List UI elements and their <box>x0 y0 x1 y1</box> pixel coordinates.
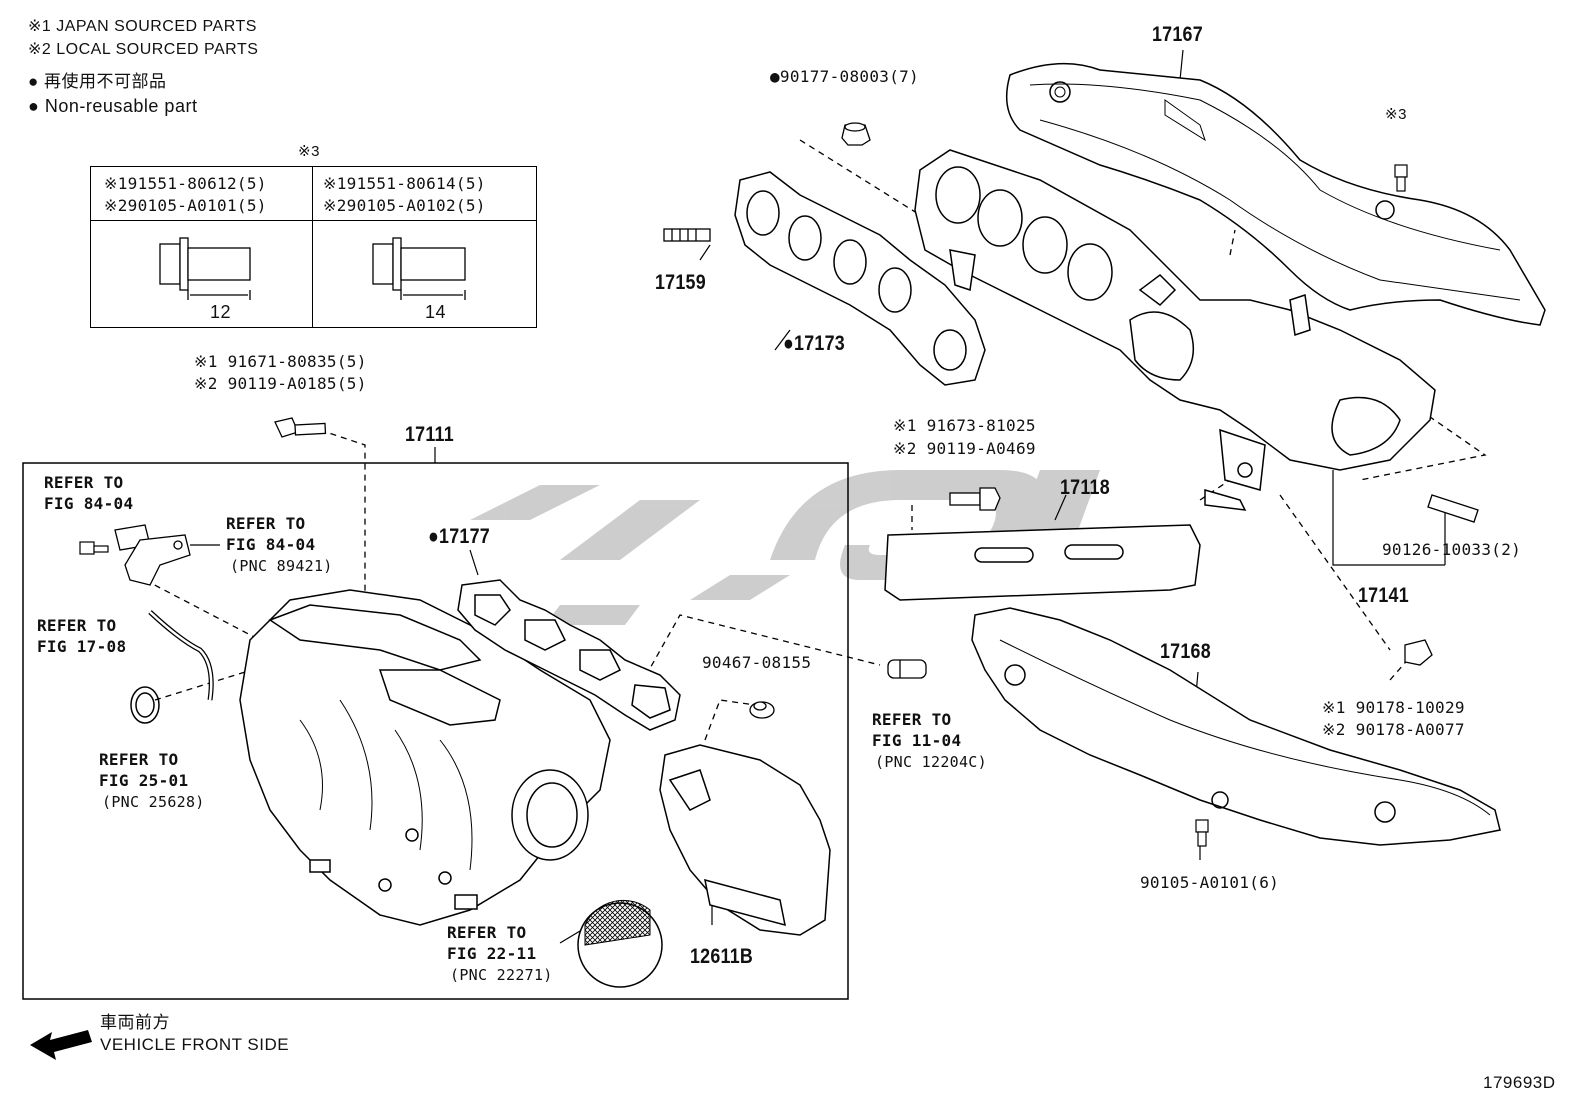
bolt-14-drawing <box>372 237 466 300</box>
bolt-table <box>90 166 537 328</box>
note-local-sourced: ※2 LOCAL SOURCED PARTS <box>28 41 259 58</box>
stud-17159 <box>663 228 711 242</box>
label-bolt-a1: ※1 91671-80835(5) <box>194 352 367 371</box>
note-non-reusable-en: ● Non-reusable part <box>28 96 198 116</box>
label-bolt-b1: ※1 91673-81025 <box>893 416 1036 435</box>
label-ref22-1: REFER TO <box>447 923 527 942</box>
label-ref84b-3: (PNC 89421) <box>230 557 333 575</box>
front-arrow <box>30 1030 92 1060</box>
bolt-table-mark: ※3 <box>298 143 320 160</box>
label-17177: ●17177 <box>428 525 490 548</box>
label-ref84a-1: REFER TO <box>44 473 124 492</box>
manifold-stay-17118 <box>884 524 1201 601</box>
label-ref11-1: REFER TO <box>872 710 952 729</box>
label-bolt-a2: ※2 90119-A0185(5) <box>194 374 367 393</box>
label-ref22-2: FIG 22-11 <box>447 944 537 963</box>
bolt-table-col2-line1: ※191551-80614(5) <box>323 174 486 193</box>
sensor-89421 <box>114 524 191 586</box>
label-bolt-b2: ※2 90119-A0469 <box>893 439 1036 458</box>
bolt-table-col1-line1: ※191551-80612(5) <box>104 174 267 193</box>
label-17167: 17167 <box>1152 23 1203 46</box>
label-90177: ●90177-08003(7) <box>770 67 919 86</box>
label-90126: 90126-10033(2) <box>1382 540 1522 559</box>
label-12611B: 12611B <box>690 945 754 968</box>
clamp-25628 <box>130 686 160 724</box>
cover-12611B <box>659 744 831 936</box>
front-side-en: VEHICLE FRONT SIDE <box>100 1035 290 1054</box>
plug-12204C <box>887 659 927 679</box>
bolt-table-dim-14: 14 <box>425 302 447 322</box>
label-17141: 17141 <box>1358 584 1409 607</box>
nut-90178 <box>1404 639 1433 666</box>
label-ref25-1: REFER TO <box>99 750 179 769</box>
label-17118: 17118 <box>1060 476 1110 499</box>
heat-insulator-upper <box>1005 62 1546 326</box>
exhaust-gasket <box>734 171 986 386</box>
bolt-90105 <box>1195 819 1209 847</box>
label-nut-1: ※1 90178-10029 <box>1322 698 1465 717</box>
label-ref25-2: FIG 25-01 <box>99 771 189 790</box>
figure-id: 179693D <box>1483 1073 1556 1092</box>
label-ref11-3: (PNC 12204C) <box>875 753 987 771</box>
exhaust-manifold <box>914 149 1436 511</box>
stud-90126 <box>1427 494 1479 523</box>
label-ref84b-2: FIG 84-04 <box>226 535 316 554</box>
plug-90467 <box>749 701 775 719</box>
hose-17-08 <box>148 610 214 701</box>
label-ref17-1: REFER TO <box>37 616 117 635</box>
bolt-17118 <box>949 487 1001 511</box>
label-17159: 17159 <box>655 271 706 294</box>
label-17168: 17168 <box>1160 640 1211 663</box>
intake-manifold <box>239 589 611 926</box>
label-90105: 90105-A0101(6) <box>1140 873 1280 892</box>
nut-90177 <box>841 122 871 146</box>
label-17111: 17111 <box>405 423 454 446</box>
label-90467: 90467-08155 <box>702 653 812 672</box>
bolt-x3 <box>1394 164 1408 192</box>
front-side-jp: 車両前方 <box>100 1013 170 1032</box>
label-ref17-2: FIG 17-08 <box>37 637 127 656</box>
bolt-12-drawing <box>159 237 251 300</box>
mesh-filter-22271 <box>577 899 663 988</box>
label-17173: ●17173 <box>783 332 845 355</box>
heat-insulator-lower <box>971 607 1501 846</box>
intake-gasket <box>457 579 681 731</box>
bolt-table-dim-12: 12 <box>210 302 232 322</box>
label-ref84b-1: REFER TO <box>226 514 306 533</box>
note-japan-sourced: ※1 JAPAN SOURCED PARTS <box>28 18 257 35</box>
label-nut-2: ※2 90178-A0077 <box>1322 720 1465 739</box>
label-x3-right: ※3 <box>1385 106 1407 123</box>
note-non-reusable-jp: ● 再使用不可部品 <box>28 72 167 91</box>
label-ref84a-2: FIG 84-04 <box>44 494 134 513</box>
label-ref22-3: (PNC 22271) <box>450 966 553 984</box>
bolt-91671 <box>274 417 327 438</box>
bolt-table-col2-line2: ※290105-A0102(5) <box>323 196 486 215</box>
label-ref11-2: FIG 11-04 <box>872 731 962 750</box>
bolt-table-col1-line2: ※290105-A0101(5) <box>104 196 267 215</box>
label-ref25-3: (PNC 25628) <box>102 793 205 811</box>
bolt-84-04 <box>79 541 109 555</box>
